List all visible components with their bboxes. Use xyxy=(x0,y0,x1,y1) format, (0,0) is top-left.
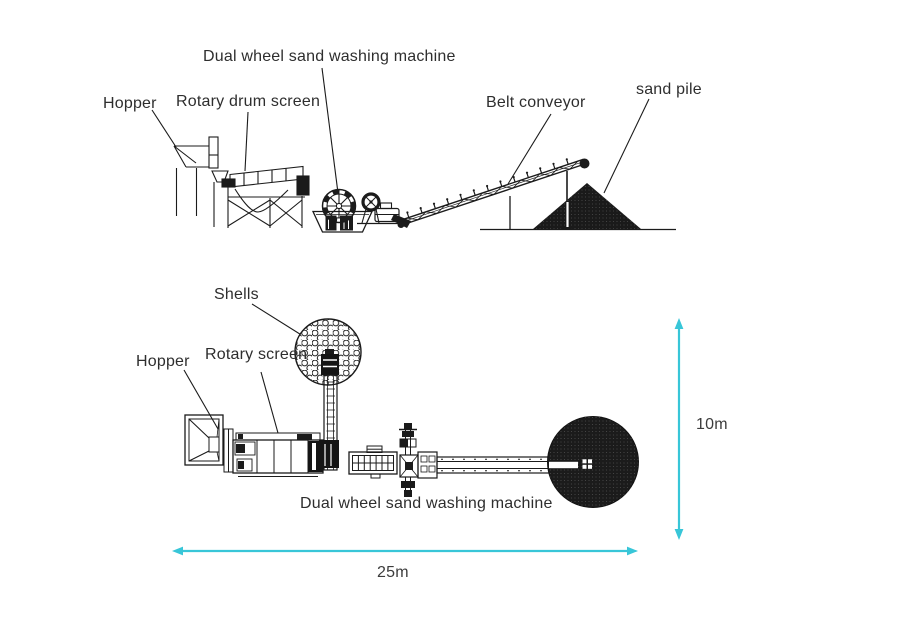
hopper-drawing-side xyxy=(173,136,219,216)
rotary-screen-drawing-plan xyxy=(223,428,339,477)
sand-pile-drawing xyxy=(533,183,641,230)
dimension-width-25m: 25m xyxy=(377,564,409,581)
label-dual-wheel-plan: Dual wheel sand washing machine xyxy=(300,495,553,512)
label-sand-pile: sand pile xyxy=(636,81,702,98)
dimension-height-10m: 10m xyxy=(696,416,728,433)
leader-lines-plan-view xyxy=(183,303,312,434)
hopper-drawing-plan xyxy=(184,414,224,466)
label-hopper-side: Hopper xyxy=(103,95,157,112)
label-shells: Shells xyxy=(214,286,259,303)
label-rotary-screen: Rotary screen xyxy=(205,346,308,363)
rotary-drum-screen-drawing xyxy=(211,165,310,228)
dimension-arrow-vertical xyxy=(674,318,684,540)
label-rotary-drum-screen: Rotary drum screen xyxy=(176,93,321,110)
label-belt-conveyor: Belt conveyor xyxy=(486,94,586,111)
belt-conveyor-drawing xyxy=(397,158,590,229)
bucket-elevator-drawing xyxy=(321,349,339,471)
label-dual-wheel-side: Dual wheel sand washing machine xyxy=(203,48,456,65)
dimension-arrow-horizontal xyxy=(172,546,638,556)
leader-lines-side-view xyxy=(151,67,650,194)
wheel-circle-plan xyxy=(547,416,639,508)
dual-wheel-washer-drawing-side xyxy=(311,188,411,233)
label-hopper-plan: Hopper xyxy=(136,353,190,370)
